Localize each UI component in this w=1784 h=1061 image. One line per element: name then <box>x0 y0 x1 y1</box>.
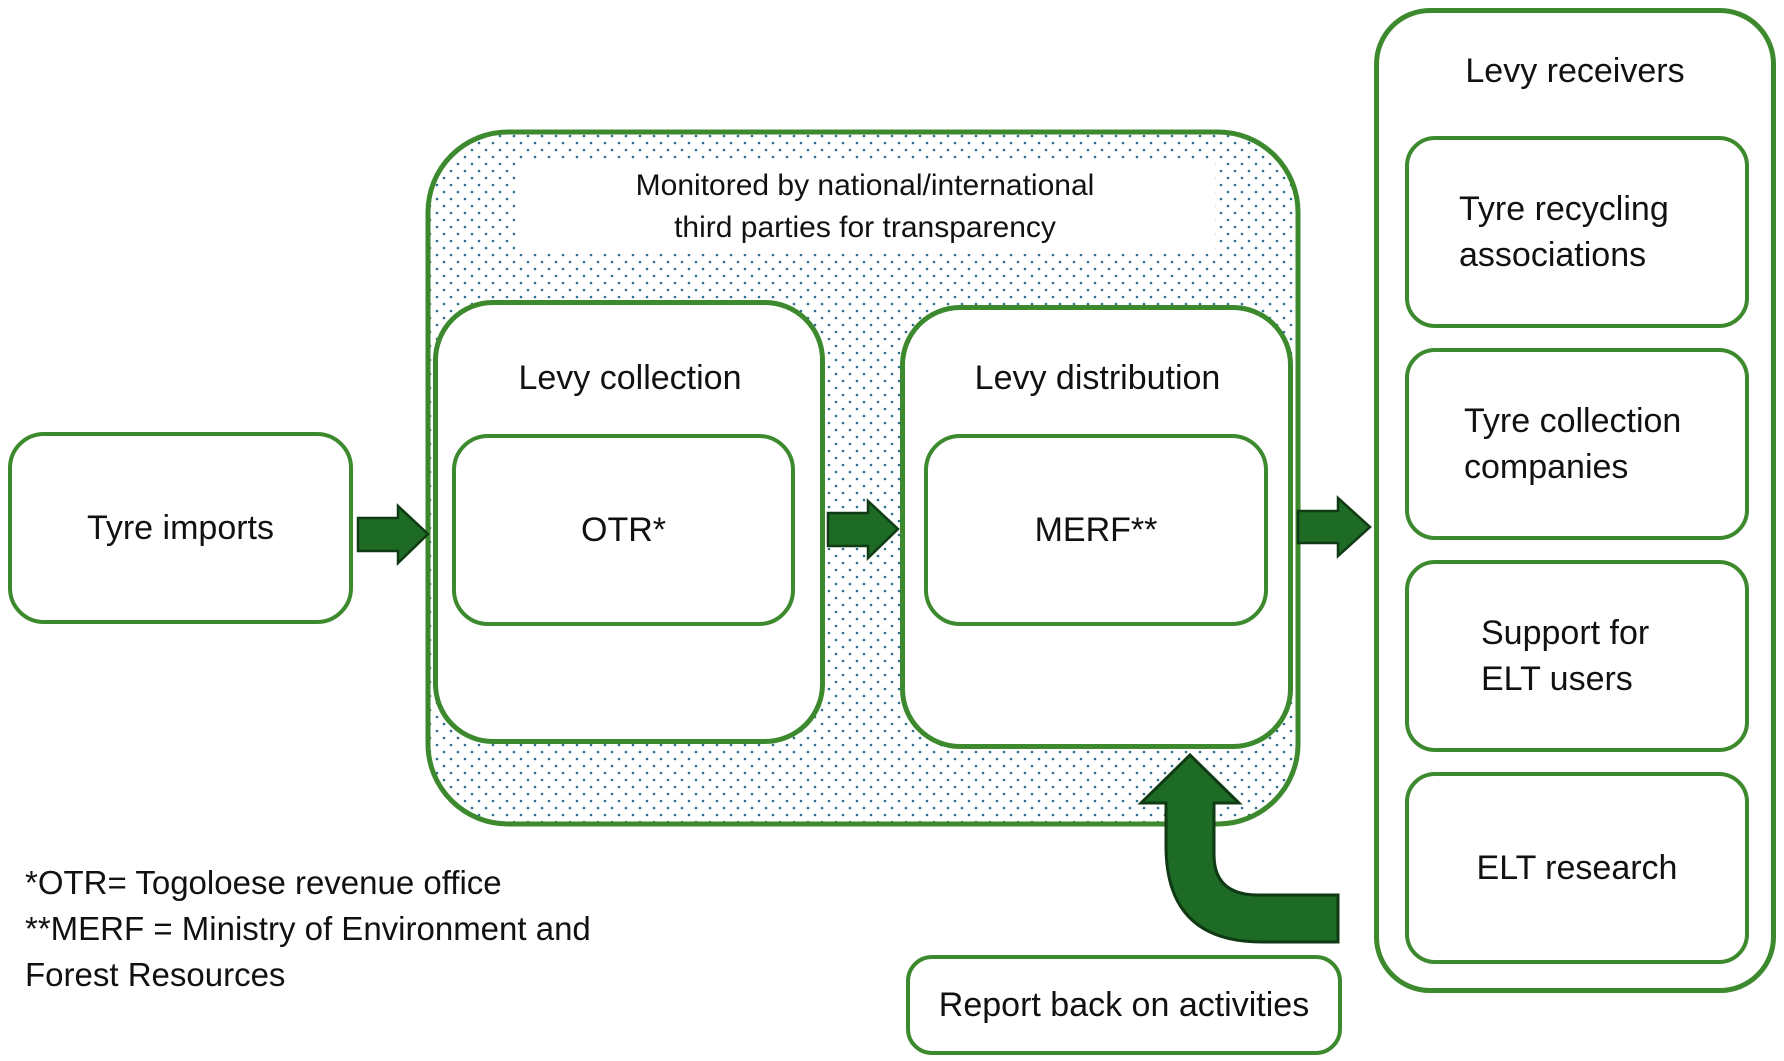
tyre-imports-label: Tyre imports <box>86 509 275 547</box>
monitor-label: Monitored by national/international thir… <box>515 160 1215 254</box>
receiver-tyre-recycling: Tyre recycling associations <box>1405 136 1749 328</box>
receiver-tyre-collection-line2: companies <box>1464 448 1629 486</box>
report-back-label: Report back on activities <box>938 986 1310 1024</box>
arrow-distribution-to-receivers <box>1296 495 1372 559</box>
receiver-tyre-recycling-text: Tyre recycling associations <box>1409 186 1669 278</box>
receiver-tyre-collection-text: Tyre collection companies <box>1409 398 1681 490</box>
levy-distribution-box: Levy distribution MERF** <box>900 305 1293 749</box>
arrow-report-to-distribution <box>1137 752 1340 944</box>
levy-collection-box: Levy collection OTR* <box>433 300 825 744</box>
monitor-label-line1: Monitored by national/international <box>635 169 1095 202</box>
receiver-tyre-recycling-line1: Tyre recycling <box>1459 190 1669 228</box>
receiver-elt-support: Support for ELT users <box>1405 560 1749 752</box>
receiver-elt-support-line2: ELT users <box>1481 660 1633 698</box>
levy-collection-title: Levy collection <box>518 359 742 397</box>
otr-label: OTR* <box>581 511 666 549</box>
monitor-label-line2: third parties for transparency <box>674 211 1056 244</box>
receiver-elt-research: ELT research <box>1405 772 1749 964</box>
levy-receivers-box: Levy receivers Tyre recycling associatio… <box>1374 8 1776 993</box>
monitor-label-background <box>515 160 1215 254</box>
receiver-tyre-collection: Tyre collection companies <box>1405 348 1749 540</box>
arrow-imports-to-collection <box>356 503 430 566</box>
receiver-elt-support-line1: Support for <box>1481 614 1650 652</box>
footnote-merf-line2: Forest Resources <box>25 956 286 993</box>
levy-receivers-title: Levy receivers <box>1465 52 1685 90</box>
otr-box: OTR* <box>452 434 795 626</box>
receiver-elt-support-text: Support for ELT users <box>1409 610 1649 702</box>
merf-box: MERF** <box>924 434 1268 626</box>
tyre-imports-box: Tyre imports <box>8 432 353 624</box>
footnote-otr: *OTR= Togoloese revenue office <box>25 864 502 901</box>
receiver-elt-research-line1: ELT research <box>1476 849 1678 887</box>
footnotes: *OTR= Togoloese revenue office **MERF = … <box>25 860 591 998</box>
footnote-merf-line1: **MERF = Ministry of Environment and <box>25 910 591 947</box>
arrow-collection-to-distribution <box>826 498 900 561</box>
merf-label: MERF** <box>1034 511 1158 549</box>
levy-distribution-title: Levy distribution <box>974 359 1221 397</box>
receiver-tyre-recycling-line2: associations <box>1459 236 1647 274</box>
report-back-box: Report back on activities <box>906 955 1342 1055</box>
receiver-tyre-collection-line1: Tyre collection <box>1464 402 1682 440</box>
